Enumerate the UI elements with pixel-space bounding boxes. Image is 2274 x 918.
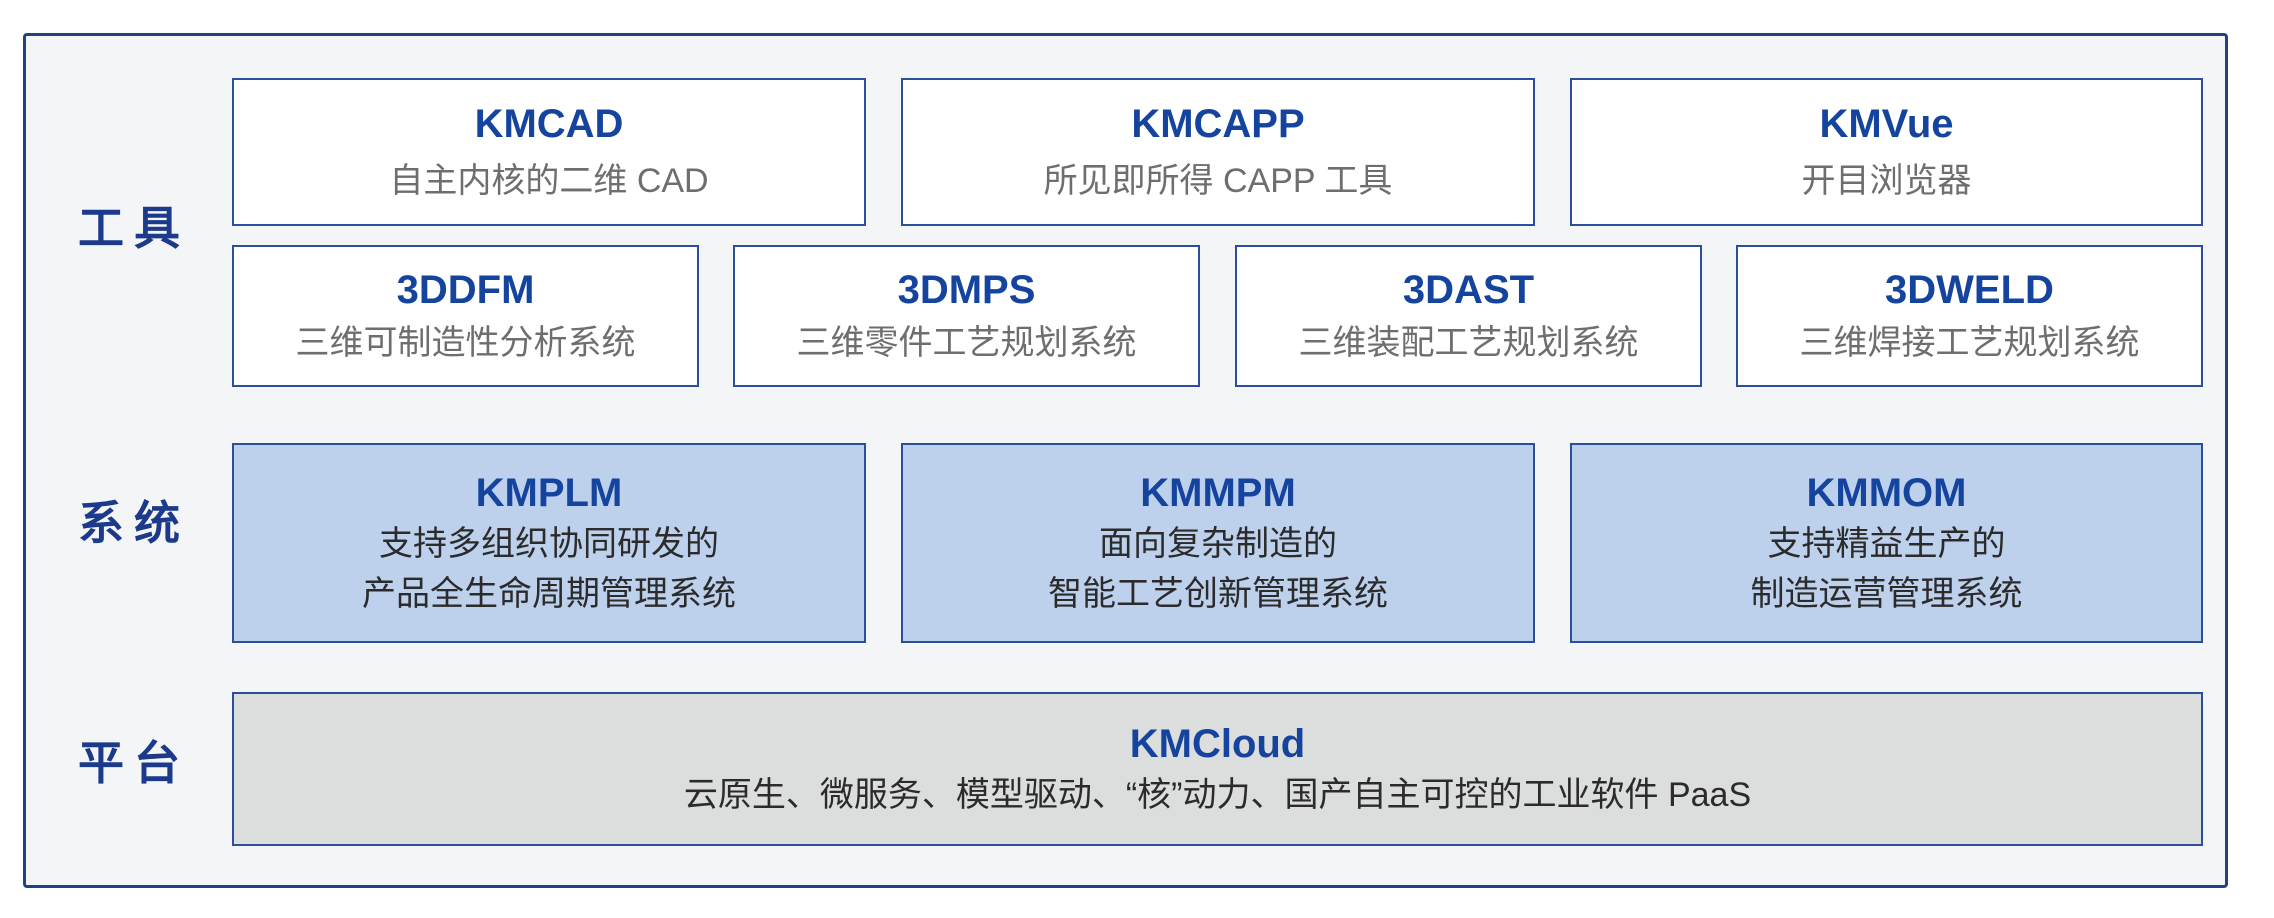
section-label-tools: 工具 (78, 202, 190, 254)
product-title: KMCAD (474, 101, 624, 146)
product-description-line2: 制造运营管理系统 (1750, 575, 2023, 613)
product-box-3dast: 3DAST 三维装配工艺规划系统 (1235, 245, 1702, 387)
product-title: 3DWELD (1885, 267, 2054, 312)
product-title: KMMPM (1140, 470, 1296, 515)
product-description: 三维零件工艺规划系统 (796, 323, 1137, 362)
product-box-kmplm: KMPLM 支持多组织协同研发的 产品全生命周期管理系统 (232, 443, 866, 643)
product-description-line1: 面向复杂制造的 (1099, 524, 1337, 563)
product-title: KMMOM (1806, 470, 1967, 515)
section-label-platform: 平台 (78, 737, 190, 789)
diagram-frame: 工具 系统 平台 KMCAD 自主内核的二维 CAD KMCAPP 所见即所得 … (23, 33, 2228, 888)
product-box-3ddfm: 3DDFM 三维可制造性分析系统 (232, 245, 699, 387)
product-title: 3DDFM (396, 267, 535, 312)
product-title: KMCloud (1129, 721, 1306, 766)
section-label-systems: 系统 (78, 497, 190, 549)
product-box-kmmom: KMMOM 支持精益生产的 制造运营管理系统 (1570, 443, 2203, 643)
product-description: 云原生、微服务、模型驱动、“核”动力、国产自主可控的工业软件 PaaS (683, 775, 1752, 814)
product-title: 3DAST (1402, 267, 1535, 312)
product-description: 所见即所得 CAPP 工具 (1043, 161, 1393, 200)
product-box-kmcloud: KMCloud 云原生、微服务、模型驱动、“核”动力、国产自主可控的工业软件 P… (232, 692, 2203, 846)
product-title: KMPLM (475, 470, 623, 515)
product-description: 三维焊接工艺规划系统 (1799, 323, 2140, 362)
product-description-line1: 支持多组织协同研发的 (379, 524, 719, 563)
product-box-3dmps: 3DMPS 三维零件工艺规划系统 (733, 245, 1200, 387)
product-description: 自主内核的二维 CAD (389, 161, 709, 200)
product-description: 三维可制造性分析系统 (295, 323, 636, 362)
product-description: 三维装配工艺规划系统 (1298, 323, 1639, 362)
product-description-line1: 支持精益生产的 (1767, 524, 2006, 563)
product-box-3dweld: 3DWELD 三维焊接工艺规划系统 (1736, 245, 2203, 387)
product-description-line2: 智能工艺创新管理系统 (1048, 575, 1388, 613)
product-title: KMCAPP (1131, 101, 1305, 146)
product-description: 开目浏览器 (1801, 161, 1972, 200)
product-box-kmcapp: KMCAPP 所见即所得 CAPP 工具 (901, 78, 1535, 226)
product-box-kmmpm: KMMPM 面向复杂制造的 智能工艺创新管理系统 (901, 443, 1535, 643)
product-title: 3DMPS (897, 267, 1036, 312)
product-title: KMVue (1819, 101, 1954, 146)
product-description-line2: 产品全生命周期管理系统 (362, 575, 736, 613)
product-box-kmcad: KMCAD 自主内核的二维 CAD (232, 78, 866, 226)
product-box-kmvue: KMVue 开目浏览器 (1570, 78, 2203, 226)
